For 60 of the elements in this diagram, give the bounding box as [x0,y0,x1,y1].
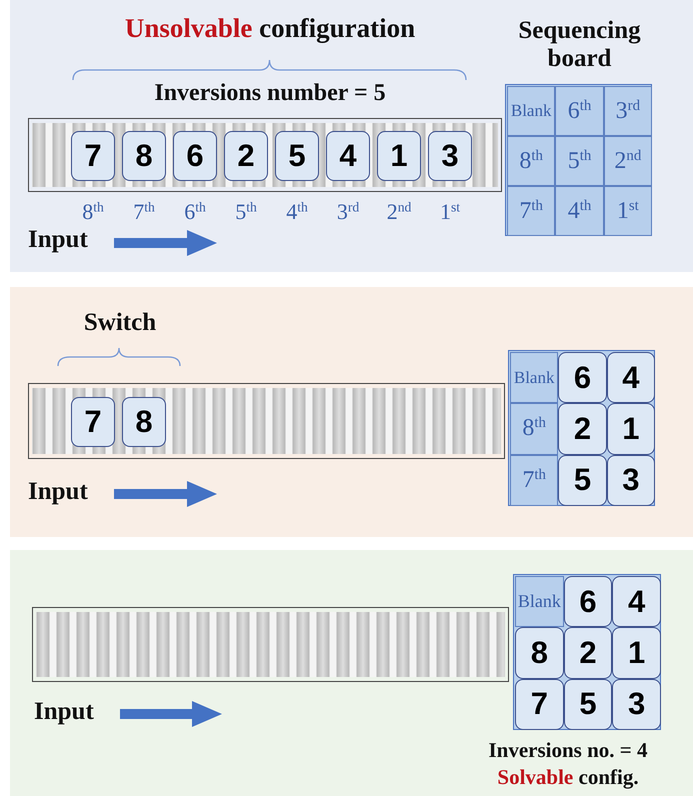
panel-background [10,550,693,796]
position-label: 7$^{th}$ [132,201,156,223]
board-slot: Blank [510,352,558,404]
number-tile: 8 [122,131,166,181]
number-tile: 4 [606,352,655,404]
number-tile: 6 [564,576,612,628]
board-slot: 6$^{th}$ [555,86,604,136]
number-tile: 7 [71,131,115,181]
board-slot: 1$^{st}$ [604,186,652,236]
number-tile: 1 [606,403,655,455]
position-label: 3$^{rd}$ [336,201,360,223]
number-tile: 7 [515,678,564,730]
label: Input [28,478,89,506]
label: Solvable config. [496,766,640,790]
label: Inversions no. = 4 [488,739,648,762]
number-tile: 4 [612,576,661,628]
conveyor-belt [32,607,509,682]
board-slot: Blank [515,576,564,628]
board-slot: 3$^{rd}$ [604,86,652,136]
position-label: 5$^{th}$ [234,201,258,223]
number-tile: 3 [428,131,472,181]
board-slot: 7$^{th}$ [507,186,556,236]
number-tile: 6 [558,352,607,404]
number-tile: 5 [558,454,607,506]
position-label: 8$^{th}$ [81,201,105,223]
board-slot: Blank [507,86,556,136]
panel-background [10,287,693,537]
board-slot: 2$^{nd}$ [604,136,652,186]
board-slot: 4$^{th}$ [555,186,604,236]
number-tile: 8 [515,627,564,679]
label: Inversions number = 5 [153,80,387,106]
panel-background [10,0,693,272]
number-tile: 5 [275,131,319,181]
heading: Switch [82,309,158,336]
sequencing-board [508,350,655,506]
position-label: 1$^{st}$ [438,201,462,223]
position-label: 6$^{th}$ [183,201,207,223]
label: Input [28,226,89,254]
number-tile: 1 [377,131,421,181]
board-slot: 8$^{th}$ [507,136,556,186]
position-label: 2$^{nd}$ [386,201,412,223]
position-label: 4$^{th}$ [285,201,309,223]
heading: Unsolvable configuration [124,14,416,44]
number-tile: 6 [173,131,217,181]
number-tile: 7 [71,397,115,447]
conveyor-belt [28,383,505,459]
number-tile: 8 [122,397,166,447]
board-slot: 5$^{th}$ [555,136,604,186]
number-tile: 2 [558,403,607,455]
number-tile: 1 [612,627,661,679]
label: Input [34,698,95,726]
number-tile: 2 [224,131,268,181]
board-heading: Sequencing board [517,17,642,72]
number-tile: 4 [326,131,370,181]
board-slot: 7$^{th}$ [510,454,558,506]
board-slot: 8$^{th}$ [510,403,558,455]
number-tile: 3 [612,678,661,730]
number-tile: 3 [606,454,655,506]
number-tile: 2 [564,627,612,679]
number-tile: 5 [564,678,612,730]
